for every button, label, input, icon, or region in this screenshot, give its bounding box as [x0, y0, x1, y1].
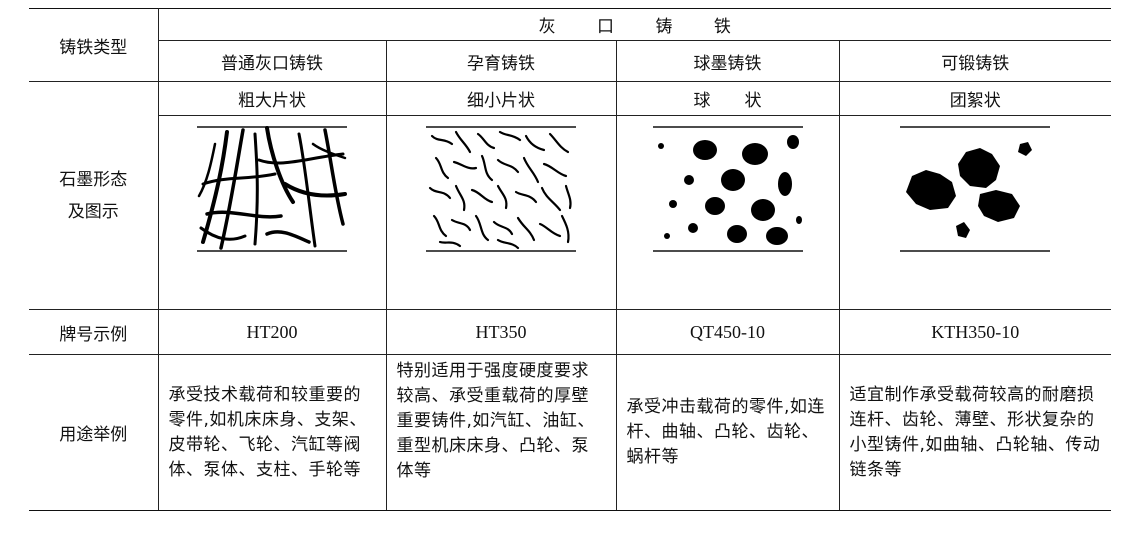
header-type-label: 铸铁类型	[29, 8, 159, 82]
grade-malleable: KTH350-10	[838, 309, 1112, 355]
temper-graphite-nodules-image	[900, 126, 1051, 252]
graphite-image-cell-temper	[838, 115, 1112, 310]
grade-nodular: QT450-10	[615, 309, 840, 355]
graphite-shape-fine: 细小片状	[385, 81, 617, 116]
usage-row-label: 用途举例	[29, 354, 159, 511]
grade-row-label: 牌号示例	[29, 309, 159, 355]
usage-nodular: 承受冲击载荷的零件,如连杆、曲轴、凸轮、齿轮、蜗杆等	[615, 354, 840, 511]
graphite-image-cell-coarse	[157, 115, 387, 310]
grade-gray: HT200	[157, 309, 387, 355]
column-header-inoculated: 孕育铸铁	[385, 40, 617, 82]
graphite-row-label: 石墨形态及图示	[29, 81, 159, 310]
column-header-gray: 普通灰口铸铁	[157, 40, 387, 82]
column-header-nodular: 球墨铸铁	[615, 40, 840, 82]
fine-flake-graphite-image	[426, 126, 576, 252]
spheroidal-graphite-image	[652, 126, 803, 252]
usage-inoculated: 特别适用于强度硬度要求较高、承受重载荷的厚壁重要铸件,如汽缸、油缸、重型机床床身…	[385, 354, 617, 511]
header-group-label: 灰 口 铸 铁	[157, 8, 1112, 41]
graphite-shape-sphere: 球 状	[615, 81, 840, 116]
cast-iron-table: 铸铁类型 灰 口 铸 铁 普通灰口铸铁 孕育铸铁 球墨铸铁 可锻铸铁 石墨形态及…	[29, 8, 1112, 511]
column-header-malleable: 可锻铸铁	[838, 40, 1112, 82]
graphite-image-cell-sphere	[615, 115, 840, 310]
graphite-shape-temper: 团絮状	[838, 81, 1112, 116]
coarse-flake-graphite-image	[197, 126, 347, 252]
graphite-image-cell-fine	[385, 115, 617, 310]
usage-gray: 承受技术载荷和较重要的零件,如机床床身、支架、皮带轮、飞轮、汽缸等阀体、泵体、支…	[157, 354, 387, 511]
grade-inoculated: HT350	[385, 309, 617, 355]
usage-malleable: 适宜制作承受载荷较高的耐磨损连杆、齿轮、薄壁、形状复杂的小型铸件,如曲轴、凸轮轴…	[838, 354, 1112, 511]
graphite-shape-coarse: 粗大片状	[157, 81, 387, 116]
